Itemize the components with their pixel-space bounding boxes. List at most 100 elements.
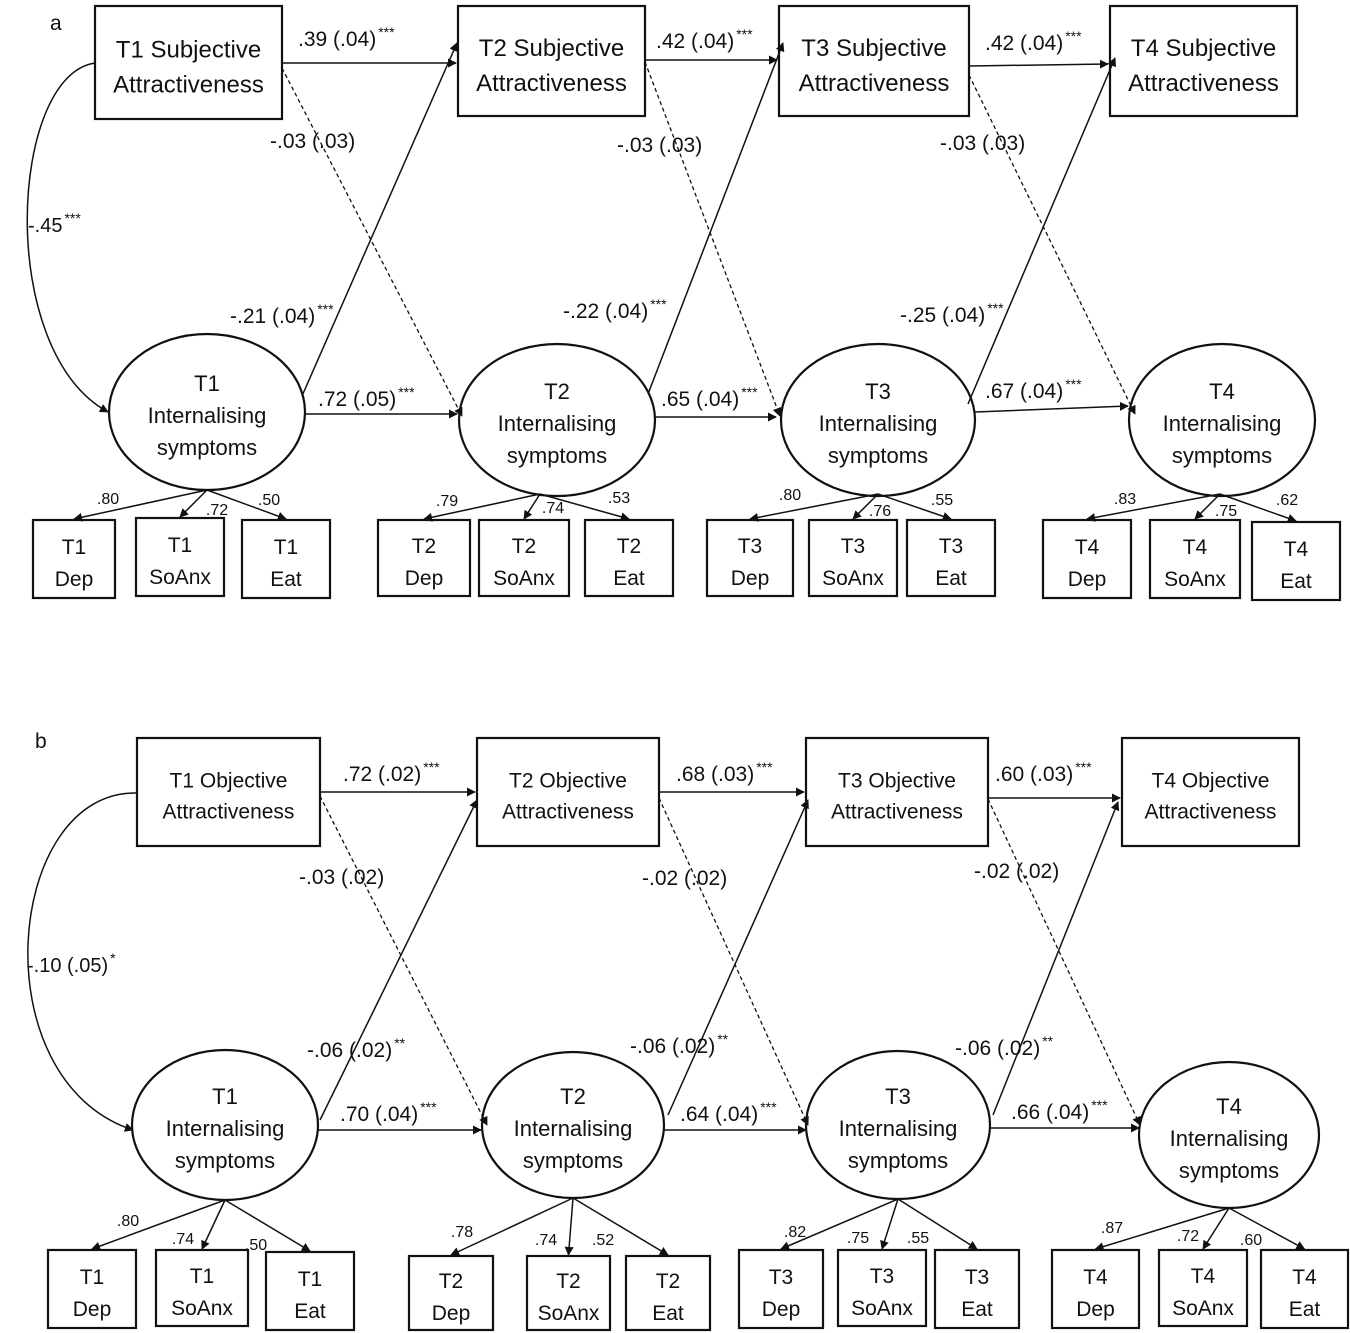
a-cross-attr-int-12 bbox=[281, 67, 463, 417]
a-correlation-path bbox=[26, 62, 109, 413]
a-t1-soanx-node-box bbox=[134, 516, 226, 598]
b-t3-soanx-node-text-1: SoAnx bbox=[851, 1297, 913, 1320]
a-loading-arrow-t3-eat bbox=[877, 493, 952, 521]
b-cross-attr-int-label-23: -.02 (.02) bbox=[642, 867, 727, 890]
b-loading-arrow-t3-eat bbox=[897, 1198, 978, 1250]
b-t2-dep-node-box bbox=[407, 1254, 495, 1332]
a-loading-arrow-t2-dep bbox=[423, 493, 541, 522]
a-t4-int-node-text-2: symptoms bbox=[1172, 443, 1272, 468]
b-loading-label-t1-soanx: .74 bbox=[172, 1231, 194, 1248]
b-loading-label-t4-eat: .60 bbox=[1240, 1232, 1262, 1249]
b-t3-soanx-node-box bbox=[836, 1248, 928, 1328]
a-int-path-label-12: .72 (.05)*** bbox=[318, 384, 415, 411]
b-t1-int-node-text-1: Internalising bbox=[166, 1116, 285, 1141]
a-t4-soanx-node-box bbox=[1148, 518, 1242, 600]
b-panel-label: b bbox=[35, 730, 47, 753]
b-t2-int-node-text-0: T2 bbox=[560, 1084, 586, 1109]
a-int-path-label-34: .67 (.04)*** bbox=[985, 376, 1082, 403]
a-loading-arrow-t4-dep bbox=[1086, 493, 1221, 522]
a-t1-attr-node-text-0: T1 Subjective bbox=[116, 36, 261, 63]
b-loading-arrow-t2-eat bbox=[572, 1197, 669, 1256]
b-t2-dep-node-text-0: T2 bbox=[439, 1270, 464, 1293]
a-t4-eat-node-text-1: Eat bbox=[1280, 570, 1312, 593]
b-t1-eat-node-text-1: Eat bbox=[294, 1300, 326, 1323]
b-cross-attr-int-label-12: -.03 (.02) bbox=[299, 866, 384, 889]
a-t4-attr-node-text-0: T4 Subjective bbox=[1131, 35, 1276, 62]
b-loading-arrow-t1-eat bbox=[224, 1199, 311, 1252]
a-correlation-label: -.45*** bbox=[28, 210, 81, 237]
a-panel-label: a bbox=[50, 12, 62, 35]
a-loading-label-t3-eat: .55 bbox=[931, 492, 953, 509]
a-t2-int-node-ellipse bbox=[457, 342, 657, 498]
b-loading-label-t1-dep: .80 bbox=[117, 1213, 139, 1230]
b-correlation-path bbox=[27, 792, 138, 1132]
a-t4-dep-node-text-1: Dep bbox=[1068, 568, 1107, 591]
b-t1-attr-node-text-0: T1 Objective bbox=[170, 769, 288, 792]
b-correlation-label: -.10 (.05)* bbox=[27, 950, 116, 977]
b-t2-attr-node-box bbox=[475, 736, 661, 848]
a-t2-int-node-text-0: T2 bbox=[544, 379, 570, 404]
b-t1-eat-node-text-0: T1 bbox=[298, 1268, 323, 1291]
a-t4-dep-node-box bbox=[1041, 518, 1133, 600]
a-t1-eat-node-box bbox=[240, 518, 332, 600]
b-t3-dep-node-box bbox=[737, 1248, 825, 1330]
a-t4-attr-node-box bbox=[1108, 4, 1299, 118]
a-attr-path-34 bbox=[968, 59, 1109, 69]
b-loading-arrow-t2-soanx bbox=[564, 1197, 574, 1256]
a-t4-int-node-text-1: Internalising bbox=[1163, 411, 1282, 436]
b-loading-label-t2-soanx: .74 bbox=[535, 1232, 557, 1249]
b-t4-dep-node-text-0: T4 bbox=[1083, 1266, 1108, 1289]
a-cross-attr-int-34 bbox=[968, 74, 1136, 415]
b-t1-attr-node-box bbox=[135, 736, 322, 848]
b-attr-path-label-23: .68 (.03)*** bbox=[676, 759, 773, 786]
b-t1-dep-node-text-1: Dep bbox=[73, 1298, 112, 1321]
b-cross-int-attr-12 bbox=[319, 799, 478, 1121]
b-loading-label-t2-dep: .78 bbox=[451, 1224, 473, 1241]
b-int-path-label-23: .64 (.04)*** bbox=[680, 1099, 777, 1126]
b-t4-int-node-text-0: T4 bbox=[1216, 1094, 1242, 1119]
b-loading-label-t4-dep: .87 bbox=[1101, 1220, 1123, 1237]
a-cross-attr-int-label-12: -.03 (.03) bbox=[270, 130, 355, 153]
a-loading-arrow-t4-eat bbox=[1219, 493, 1297, 523]
b-t3-attr-node-text-0: T3 Objective bbox=[838, 769, 956, 792]
a-loading-label-t1-soanx: .72 bbox=[206, 502, 228, 519]
b-loading-arrow-t4-dep bbox=[1094, 1207, 1230, 1251]
b-t4-eat-node-text-1: Eat bbox=[1289, 1298, 1321, 1321]
a-loading-arrow-t1-eat bbox=[206, 489, 287, 521]
a-cross-attr-int-label-23: -.03 (.03) bbox=[617, 134, 702, 157]
a-int-path-34 bbox=[974, 401, 1129, 413]
b-cross-attr-int-12 bbox=[319, 795, 488, 1126]
b-int-path-label-12: .70 (.04)*** bbox=[340, 1099, 437, 1126]
b-cross-int-attr-34 bbox=[992, 801, 1120, 1116]
b-t4-attr-node-text-1: Attractiveness bbox=[1145, 800, 1277, 823]
b-t2-int-node-text-2: symptoms bbox=[523, 1148, 623, 1173]
a-t3-eat-node-text-1: Eat bbox=[935, 567, 967, 590]
b-t2-int-node-text-1: Internalising bbox=[514, 1116, 633, 1141]
b-loading-label-t3-eat: .55 bbox=[907, 1230, 929, 1247]
b-t1-int-node-text-0: T1 bbox=[212, 1084, 238, 1109]
a-t2-dep-node-text-1: Dep bbox=[405, 567, 444, 590]
b-loading-arrow-t4-soanx bbox=[1202, 1207, 1230, 1250]
a-loading-label-t4-eat: .62 bbox=[1276, 492, 1298, 509]
b-t3-attr-node-box bbox=[804, 736, 990, 848]
b-loading-arrow-t3-dep bbox=[780, 1198, 899, 1250]
